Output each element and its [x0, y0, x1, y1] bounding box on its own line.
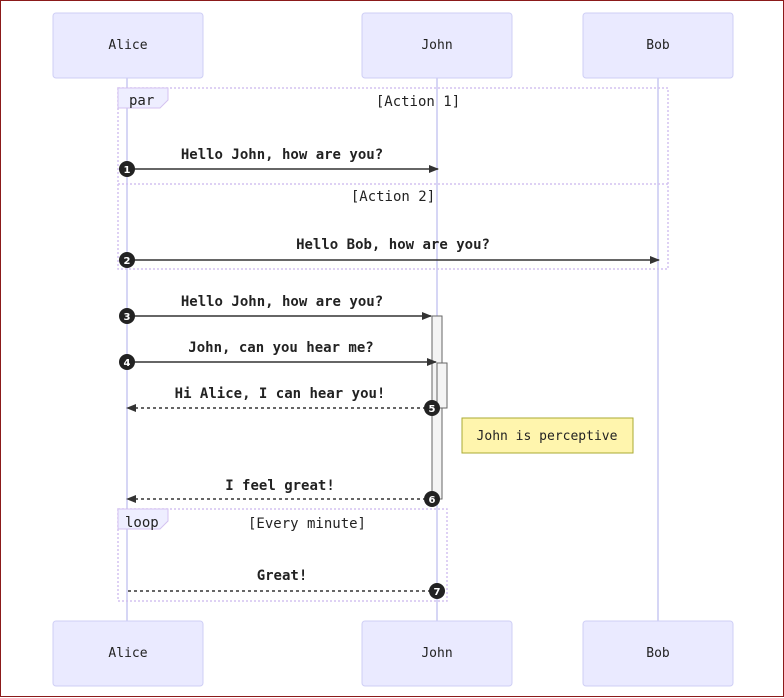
message-label: I feel great!: [225, 478, 335, 494]
actor-john-top[interactable]: John: [361, 12, 513, 79]
activation-bar-john-nested: [436, 362, 448, 409]
sequence-number-badge: [424, 491, 440, 507]
actor-label: Alice: [108, 38, 147, 53]
message-label: John, can you hear me?: [188, 340, 373, 356]
message-4: John, can you hear me? 4: [119, 340, 437, 370]
sequence-number-badge: [429, 583, 445, 599]
actor-label: Bob: [646, 38, 670, 53]
par-condition-2: [Action 2]: [351, 189, 435, 205]
sequence-number-badge: [424, 400, 440, 416]
message-7: Great! 7: [127, 568, 445, 599]
par-label: par: [129, 93, 154, 109]
message-5: Hi Alice, I can hear you! 5: [126, 386, 440, 416]
message-label: Hi Alice, I can hear you!: [175, 386, 386, 402]
message-label: Great!: [257, 568, 308, 584]
message-label: Hello Bob, how are you?: [296, 237, 490, 253]
loop-label: loop: [125, 515, 159, 531]
actor-bob-top[interactable]: Bob: [582, 12, 734, 79]
sequence-number-badge: [119, 252, 135, 268]
loop-frame: loop [Every minute]: [117, 508, 448, 602]
message-label: Hello John, how are you?: [181, 294, 383, 310]
actor-label: Bob: [646, 646, 670, 661]
par-condition-1: [Action 1]: [376, 94, 460, 110]
message-3: Hello John, how are you? 3: [119, 294, 432, 324]
actor-alice-top[interactable]: Alice: [52, 12, 204, 79]
actor-bob-bottom[interactable]: Bob: [582, 620, 734, 687]
sequence-number-badge: [119, 308, 135, 324]
sequence-number: 1: [124, 165, 131, 176]
note-john: John is perceptive: [461, 417, 634, 454]
loop-condition: [Every minute]: [248, 516, 366, 532]
sequence-number: 2: [124, 256, 131, 267]
sequence-number: 7: [434, 587, 441, 598]
actor-label: Alice: [108, 646, 147, 661]
actor-label: John: [421, 38, 452, 53]
actor-label: John: [421, 646, 452, 661]
par-frame: par [Action 1] [Action 2]: [117, 87, 669, 270]
par-tab: [117, 87, 169, 109]
actor-alice-bottom[interactable]: Alice: [52, 620, 204, 687]
message-2: Hello Bob, how are you? 2: [119, 237, 660, 268]
actor-john-bottom[interactable]: John: [361, 620, 513, 687]
message-6: I feel great! 6: [126, 478, 440, 507]
sequence-number-badge: [119, 354, 135, 370]
note-text: John is perceptive: [477, 429, 618, 444]
sequence-number-badge: [119, 161, 135, 177]
sequence-number: 5: [429, 404, 436, 415]
sequence-number: 4: [124, 358, 131, 369]
message-label: Hello John, how are you?: [181, 147, 383, 163]
message-1: Hello John, how are you? 1: [119, 147, 439, 177]
sequence-number: 3: [124, 312, 131, 323]
sequence-number: 6: [429, 495, 436, 506]
loop-tab: [117, 508, 169, 530]
